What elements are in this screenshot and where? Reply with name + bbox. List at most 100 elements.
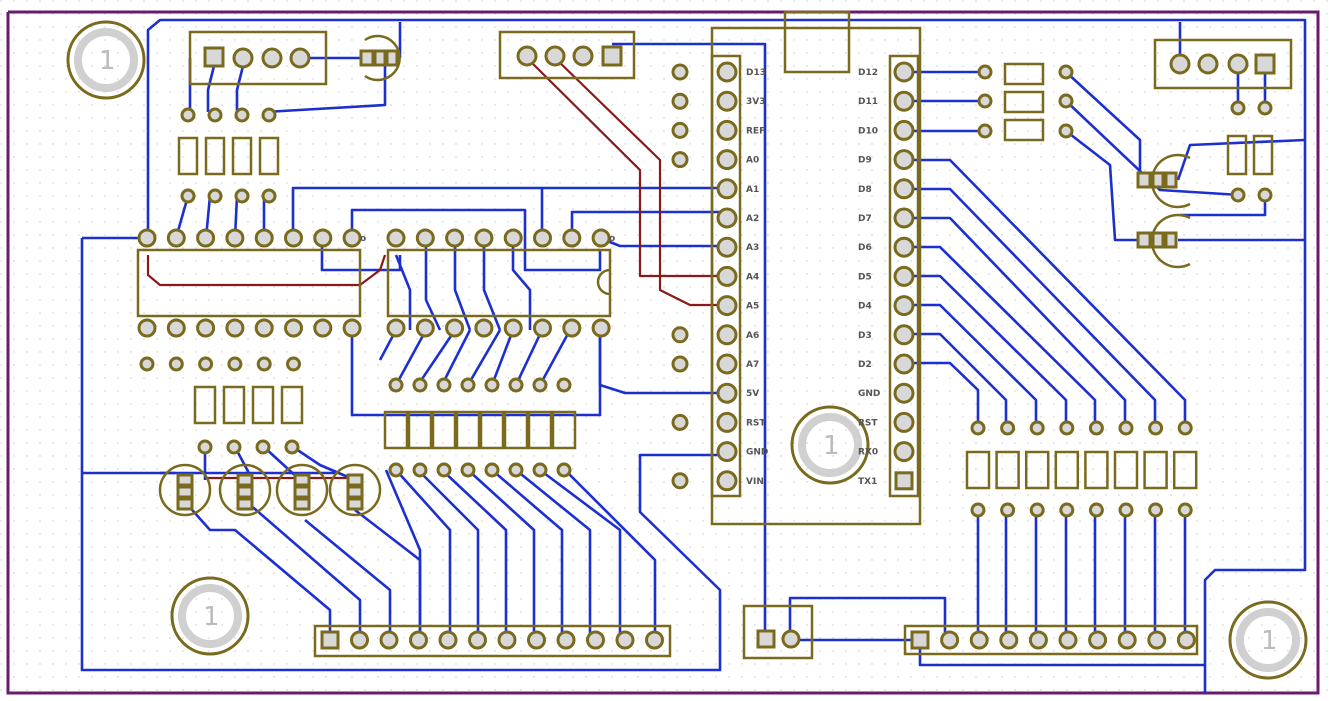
header-pin — [645, 630, 664, 650]
mounting-hole-bottom-left: 1 — [170, 576, 250, 656]
nano-pin-label: A5 — [746, 302, 759, 312]
resistor-body — [1172, 450, 1198, 490]
resistor-body — [231, 136, 253, 176]
nano-pin-a1: A1 — [716, 178, 759, 200]
ic-test-pad — [198, 356, 214, 372]
resistor-pad — [1177, 420, 1193, 436]
nano-pin-label: A4 — [746, 272, 759, 282]
to92-transistor — [275, 463, 329, 517]
resistor-pad — [532, 377, 548, 393]
ic-pin — [137, 318, 157, 338]
nano-pin-label: A0 — [746, 156, 759, 166]
ic-pin — [415, 228, 435, 248]
nano-pin-ref: REF — [716, 119, 765, 141]
resistor-pad — [1088, 502, 1104, 518]
arduino-nano-footprint — [710, 10, 922, 526]
resistor-pad — [484, 462, 500, 478]
header-top-right-4pin — [1153, 38, 1293, 90]
svg-text:1: 1 — [823, 431, 840, 461]
nano-pin-a3: A3 — [716, 236, 759, 258]
nano-pin-tx1: TX1 — [858, 471, 914, 491]
resistor-pad — [970, 420, 986, 436]
resistor-pad — [207, 188, 223, 204]
resistor-pad — [436, 377, 452, 393]
nano-pin-d6: D6 — [858, 236, 915, 258]
resistor-pad — [1148, 502, 1164, 518]
nano-pin-label: VIN — [746, 477, 764, 487]
nano-pin-3v3: 3V3 — [716, 90, 766, 112]
resistor-array-right — [965, 420, 1198, 518]
ic-pin — [562, 318, 582, 338]
ic-pin — [445, 318, 465, 338]
resistor-body — [251, 385, 275, 425]
nano-pin-label: D12 — [858, 68, 878, 78]
nano-pin-d7: D7 — [858, 207, 915, 229]
nano-pin-label: D2 — [858, 360, 872, 370]
nano-pin-rst: RST — [858, 411, 915, 433]
nano-pin-a2: A2 — [716, 207, 759, 229]
svg-text:1: 1 — [1261, 626, 1278, 656]
nano-pin-label: D10 — [858, 126, 878, 136]
aux-pad — [671, 63, 689, 81]
header-pin — [940, 630, 960, 650]
resistor-pad — [556, 377, 572, 393]
nano-left-aux-pads — [671, 63, 689, 490]
aux-pad — [671, 151, 689, 169]
resistor-pad — [508, 462, 524, 478]
resistor-pad — [1029, 502, 1045, 518]
nano-pin-label: A2 — [746, 214, 759, 224]
nano-pin-d3: D3 — [858, 324, 915, 346]
resistor-pad — [261, 107, 277, 123]
nano-pin-a4: A4 — [716, 265, 759, 287]
header-pin — [497, 630, 517, 650]
ic-test-pad — [286, 356, 301, 372]
ic-test-pad — [227, 356, 243, 372]
resistor-body — [280, 385, 304, 425]
ic-pin — [225, 318, 245, 338]
resistor-body — [222, 385, 246, 425]
nano-pin-a0: A0 — [716, 149, 759, 171]
to92-top-left — [359, 34, 401, 82]
resistor-body — [258, 136, 280, 176]
resistor-body — [193, 385, 217, 425]
nano-pin-label: D11 — [858, 97, 878, 107]
nano-pin-label: GND — [858, 389, 880, 399]
resistor-pad — [436, 462, 452, 478]
header-pin — [1176, 630, 1196, 650]
nano-pin-d2: D2 — [858, 353, 915, 375]
ic-pin — [533, 318, 552, 338]
ic-pin — [591, 228, 611, 248]
nano-pin-d10: D10 — [858, 119, 915, 141]
resistor-pad — [460, 377, 476, 393]
nano-pin-d13: D13 — [716, 61, 766, 83]
ic-pin — [254, 318, 274, 338]
nano-pin-label: RST — [858, 418, 878, 428]
header-pin — [350, 630, 369, 650]
resistor-pad — [207, 107, 223, 123]
resistor-pad — [261, 188, 277, 204]
resistor-pad — [234, 107, 250, 123]
ic-u1-marker: o — [360, 234, 366, 244]
resistor-body — [1143, 450, 1168, 490]
resistor-body — [1113, 450, 1139, 490]
resistor-body — [527, 410, 553, 450]
nano-pin-d8: D8 — [858, 178, 915, 200]
header-pin — [1028, 630, 1048, 650]
resistor-body — [965, 450, 991, 490]
nano-pin-5v: 5V — [716, 382, 759, 404]
header-pin — [527, 630, 546, 650]
nano-pin-rx0: RX0 — [858, 441, 915, 463]
resistor-body — [1054, 450, 1080, 490]
nano-pin-label: D8 — [858, 185, 872, 195]
nano-pin-d4: D4 — [858, 295, 915, 317]
resistor-body — [431, 410, 457, 450]
mounting-hole-bottom-right: 1 — [1228, 600, 1308, 680]
nano-pin-label: GND — [746, 448, 768, 458]
header-pin — [1147, 630, 1167, 650]
to92-transistor — [158, 463, 212, 517]
nano-pin-d9: D9 — [858, 149, 915, 171]
ic-pin — [474, 228, 494, 248]
